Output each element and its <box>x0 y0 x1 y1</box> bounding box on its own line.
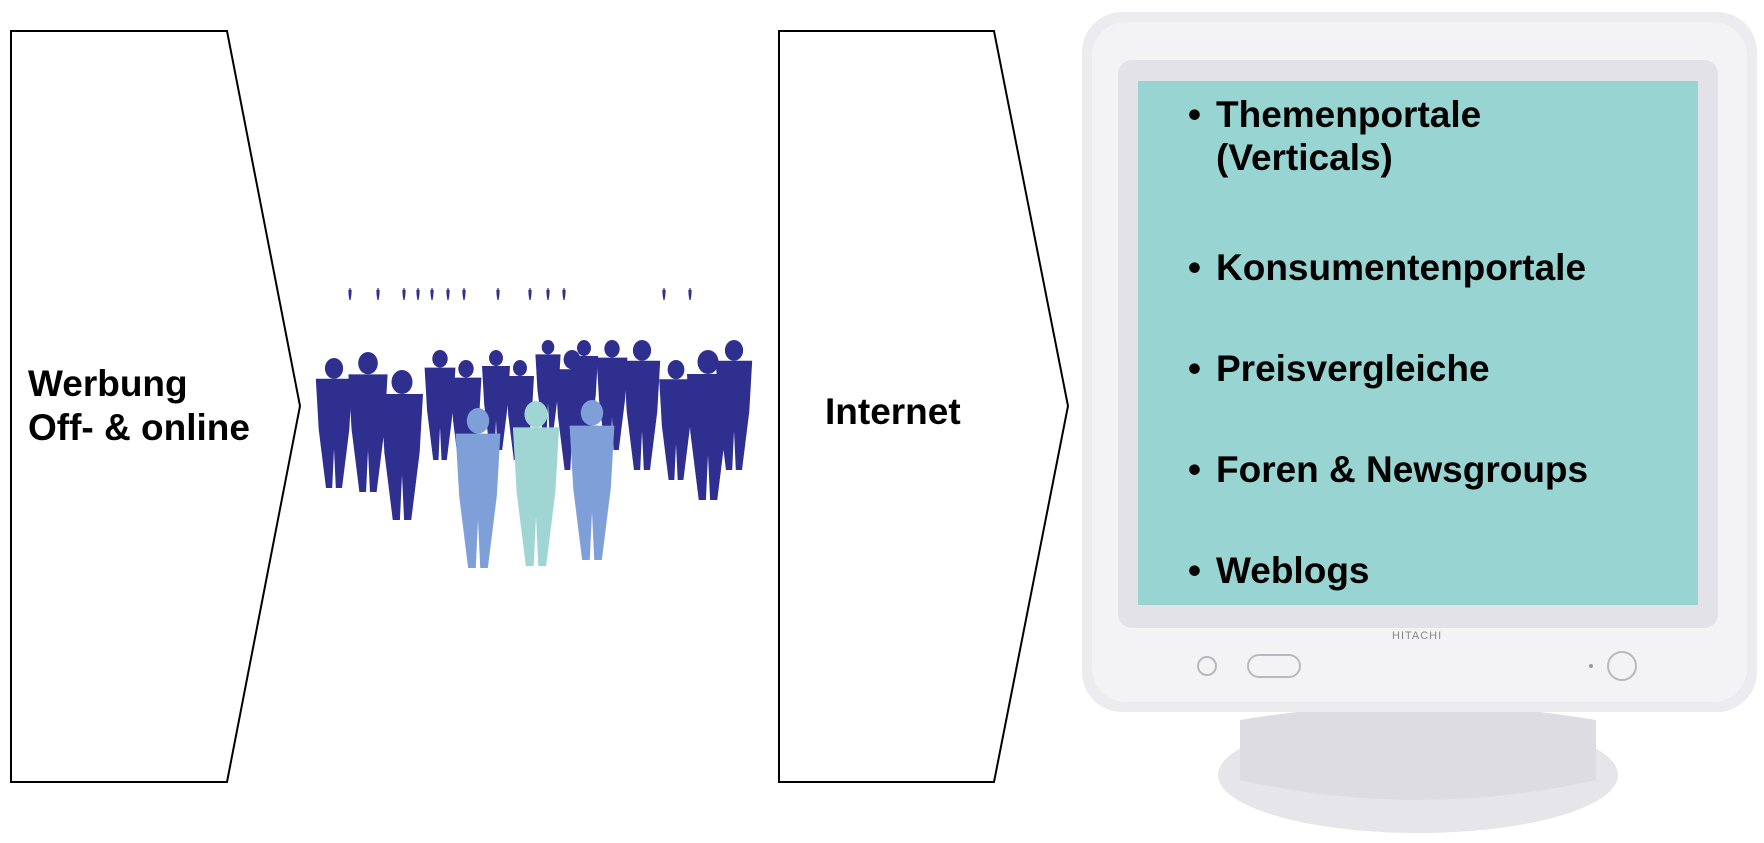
person-silhouette <box>416 288 420 300</box>
person-silhouette <box>569 400 615 560</box>
list-item-weblogs: • Weblogs <box>1188 549 1370 592</box>
person-silhouette <box>496 288 500 300</box>
person-silhouette <box>402 288 406 300</box>
item-text: Foren & Newsgroups <box>1216 449 1589 490</box>
item-text: Weblogs <box>1216 550 1370 591</box>
person-silhouette <box>381 370 423 520</box>
list-item-foren-newsgroups: • Foren & Newsgroups <box>1188 448 1588 491</box>
person-silhouette <box>512 401 560 566</box>
item-text: Konsumentenportale <box>1216 247 1587 288</box>
person-silhouette <box>376 288 380 300</box>
list-item-preisvergleiche: • Preisvergleiche <box>1188 347 1490 390</box>
person-silhouette <box>688 288 692 300</box>
person-silhouette <box>546 288 550 300</box>
person-silhouette <box>462 288 466 300</box>
bullet-icon: • <box>1188 449 1201 490</box>
person-silhouette <box>528 288 532 300</box>
person-silhouette <box>562 288 566 300</box>
person-silhouette <box>455 408 501 568</box>
item-continuation: (Verticals) <box>1216 137 1393 178</box>
arrow-shape-left <box>10 30 302 783</box>
monitor-brand-logo: HITACHI <box>1392 630 1443 642</box>
bullet-icon: • <box>1188 247 1201 288</box>
person-silhouette <box>315 358 353 488</box>
person-silhouette <box>662 288 666 300</box>
bullet-icon: • <box>1188 550 1201 591</box>
crowd-silhouettes-icon <box>315 288 753 568</box>
arrow-label-werbung: Werbung Off- & online <box>28 362 250 449</box>
crowd-figures <box>315 288 753 568</box>
person-silhouette <box>424 350 456 460</box>
person-silhouette <box>348 288 352 300</box>
bullet-icon: • <box>1188 348 1201 389</box>
person-silhouette <box>715 340 753 470</box>
monitor-screen: • Themenportale (Verticals) • Konsumentenp… <box>1138 81 1698 605</box>
person-silhouette <box>623 340 661 470</box>
werbung-line-2: Off- & online <box>28 406 250 448</box>
list-item-konsumentenportale: • Konsumentenportale <box>1188 246 1586 289</box>
person-silhouette <box>659 360 693 480</box>
item-text: Themenportale <box>1216 94 1482 135</box>
arrow-label-internet: Internet <box>825 391 961 432</box>
list-item-themenportale: • Themenportale (Verticals) <box>1188 93 1481 179</box>
person-silhouette <box>430 288 434 300</box>
bullet-icon: • <box>1188 94 1201 135</box>
item-text: Preisvergleiche <box>1216 348 1490 389</box>
werbung-line-1: Werbung <box>28 363 188 404</box>
person-silhouette <box>482 350 510 450</box>
arrow-shape-middle <box>778 30 1070 783</box>
person-silhouette <box>446 288 450 300</box>
person-silhouette <box>348 352 388 492</box>
